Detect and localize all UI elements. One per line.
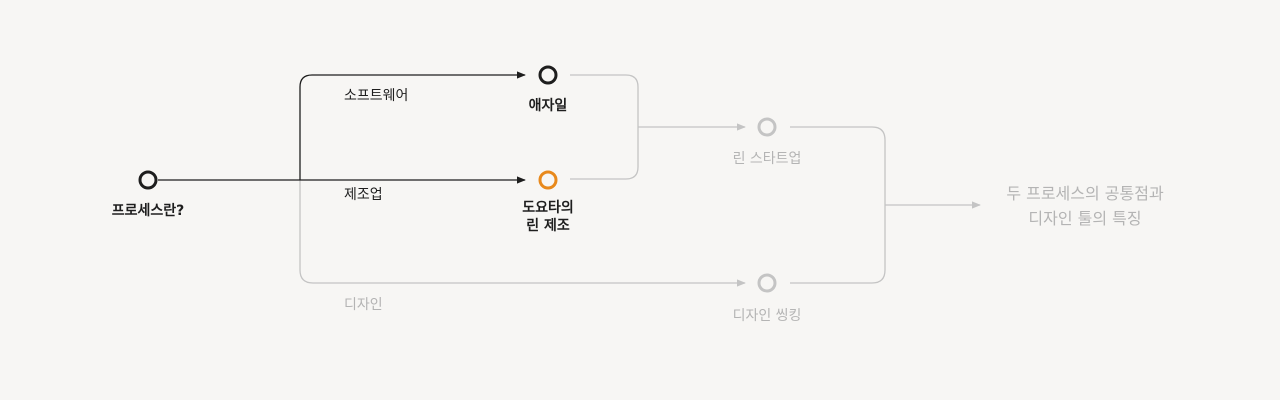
edge-software-to-agile [299, 71, 526, 180]
node-conclusion-label-line1: 두 프로세스의 공통점과 [1006, 184, 1164, 203]
edge-agile-toyota-merge [570, 74, 639, 180]
edge-design-label: 디자인 [344, 297, 383, 313]
edge-manufacturing-label: 제조업 [344, 187, 383, 203]
edge-software-label: 소프트웨어 [344, 88, 409, 104]
node-lean-startup-label: 린 스타트업 [732, 151, 802, 167]
node-conclusion-label-line2: 디자인 툴의 특징 [1028, 209, 1142, 228]
node-agile-circle [538, 65, 558, 85]
node-start-circle [138, 170, 158, 190]
node-toyota-circle [538, 170, 558, 190]
edge-design-to-design-thinking [299, 180, 746, 287]
node-design-thinking-circle [757, 273, 777, 293]
node-toyota-label-line1: 도요타의 [522, 200, 574, 216]
node-start-label: 프로세스란? [111, 203, 185, 219]
node-agile-label: 애자일 [528, 98, 568, 114]
node-toyota-label-line2: 린 제조 [526, 218, 570, 234]
node-lean-startup-circle [757, 117, 777, 137]
node-design-thinking-label: 디자인 씽킹 [732, 308, 802, 324]
